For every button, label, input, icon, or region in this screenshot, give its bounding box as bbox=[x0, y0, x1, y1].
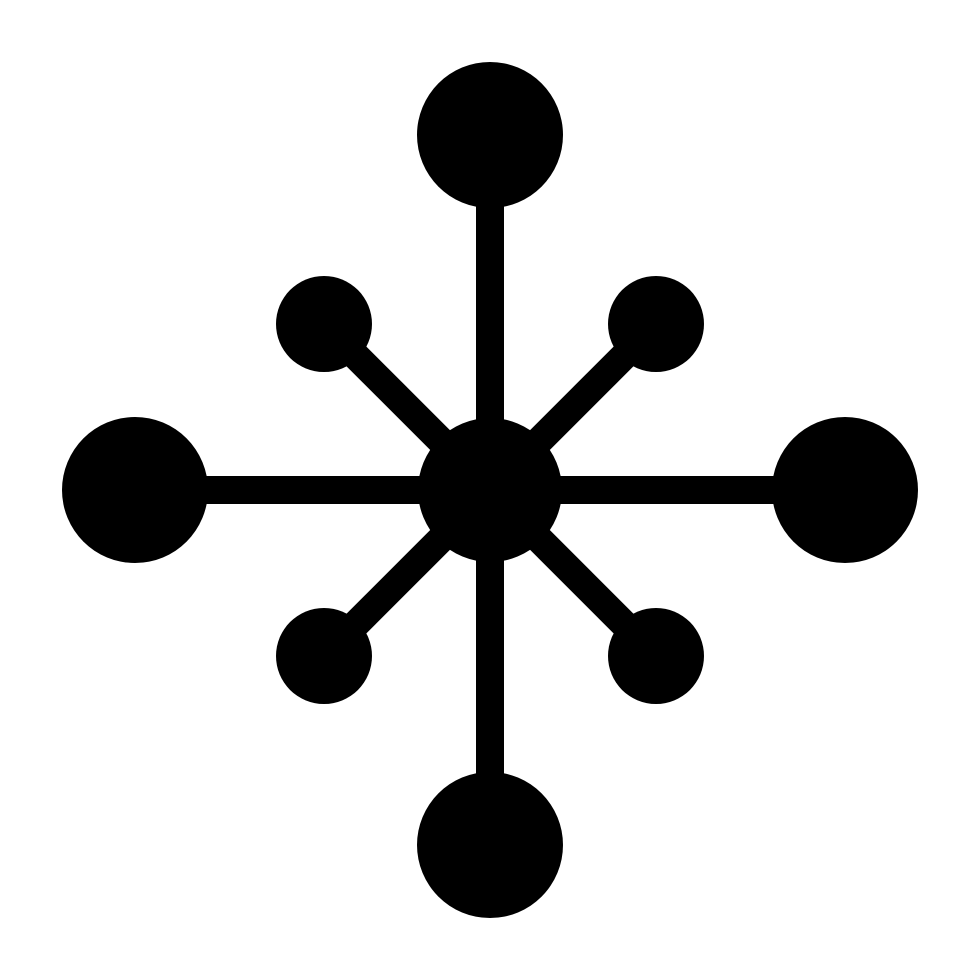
node-bottom-left bbox=[276, 608, 372, 704]
center-node bbox=[418, 418, 562, 562]
node-left bbox=[62, 417, 208, 563]
node-top bbox=[417, 62, 563, 208]
node-top-left bbox=[276, 276, 372, 372]
node-top-right bbox=[608, 276, 704, 372]
node-bottom bbox=[417, 772, 563, 918]
node-right bbox=[772, 417, 918, 563]
nodes bbox=[62, 62, 918, 918]
node-bottom-right bbox=[608, 608, 704, 704]
